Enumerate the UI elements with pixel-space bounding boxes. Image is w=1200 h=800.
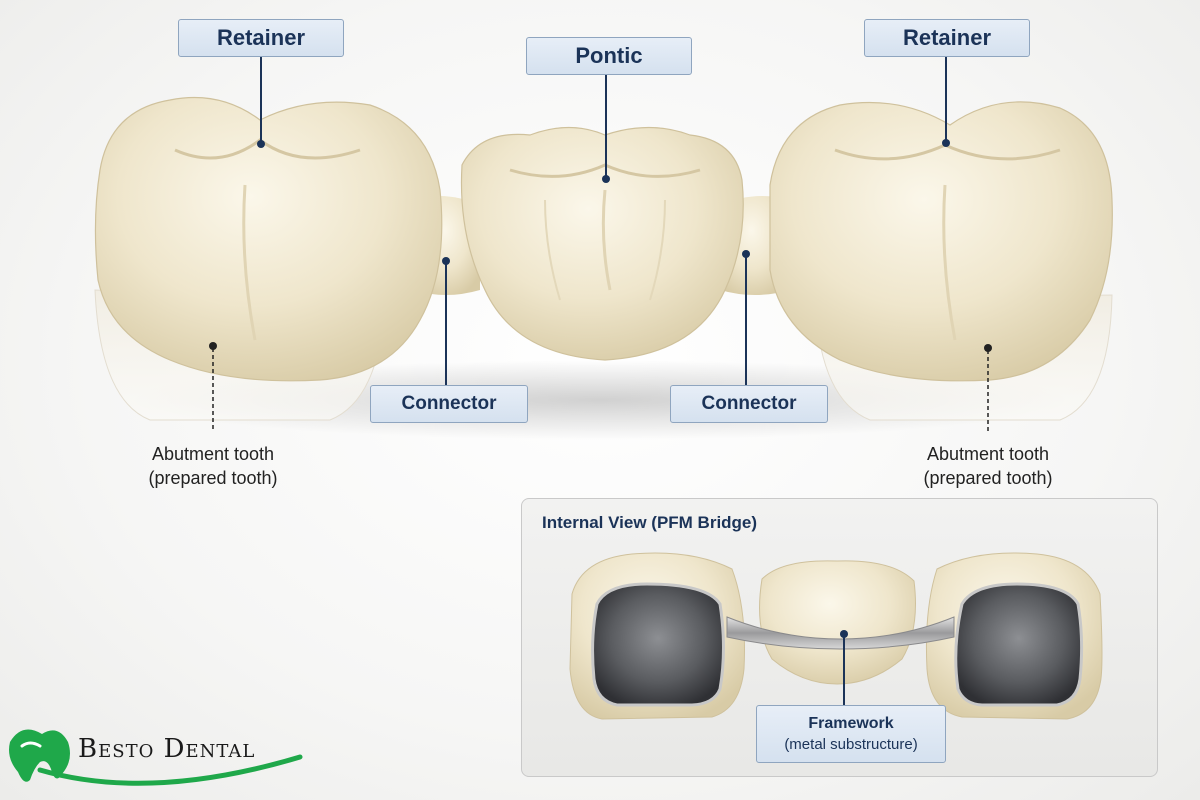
retainer-right-crown bbox=[769, 101, 1113, 382]
connector-right-label: Connector bbox=[670, 385, 828, 423]
leader-dot-retainer-right bbox=[942, 139, 950, 147]
retainer-left-groove bbox=[242, 184, 257, 341]
abutment-right-line1: Abutment tooth bbox=[926, 444, 1050, 464]
leader-dot-abutment-right bbox=[984, 344, 992, 352]
tooth-icon bbox=[9, 729, 303, 786]
pfm-bridge-illustration bbox=[569, 552, 1103, 720]
logo-text: Besto Dental bbox=[78, 734, 256, 764]
abutment-left-line1: Abutment tooth bbox=[151, 444, 275, 464]
connector-left-label: Connector bbox=[370, 385, 528, 423]
abutment-right-label: Abutment tooth (prepared tooth) bbox=[888, 442, 1088, 490]
internal-view-title: Internal View (PFM Bridge) bbox=[542, 513, 758, 532]
framework-subtitle: (metal substructure) bbox=[784, 736, 918, 753]
leader-dot-abutment-left bbox=[209, 342, 217, 350]
abutment-right-line2: (prepared tooth) bbox=[923, 468, 1053, 488]
pontic-crown bbox=[460, 126, 744, 361]
leader-dot-pontic bbox=[602, 175, 610, 183]
leader-dot-retainer-left bbox=[257, 140, 265, 148]
besto-dental-logo: Besto Dental bbox=[0, 712, 310, 792]
framework-title: Framework bbox=[808, 715, 894, 732]
abutment-left-label: Abutment tooth (prepared tooth) bbox=[113, 442, 313, 490]
retainer-left-crown bbox=[94, 96, 443, 382]
leader-dot-connector-right bbox=[742, 250, 750, 258]
pontic-groove-3 bbox=[649, 199, 666, 301]
pfm-right-metal-interior bbox=[954, 582, 1084, 707]
abutment-left-line2: (prepared tooth) bbox=[148, 468, 278, 488]
leader-dot-connector-left bbox=[442, 257, 450, 265]
retainer-right-groove bbox=[942, 184, 957, 341]
retainer-left-label: Retainer bbox=[178, 19, 344, 57]
leader-dot-framework bbox=[840, 630, 848, 638]
pontic-label: Pontic bbox=[526, 37, 692, 75]
framework-label: Framework (metal substructure) bbox=[756, 705, 946, 763]
pontic-groove-2 bbox=[544, 199, 561, 301]
pfm-pontic-porcelain bbox=[759, 560, 916, 685]
pontic-groove-1 bbox=[601, 189, 612, 291]
retainer-right-label: Retainer bbox=[864, 19, 1030, 57]
pfm-left-metal-interior bbox=[591, 582, 725, 707]
pfm-framework-bar bbox=[726, 616, 955, 650]
